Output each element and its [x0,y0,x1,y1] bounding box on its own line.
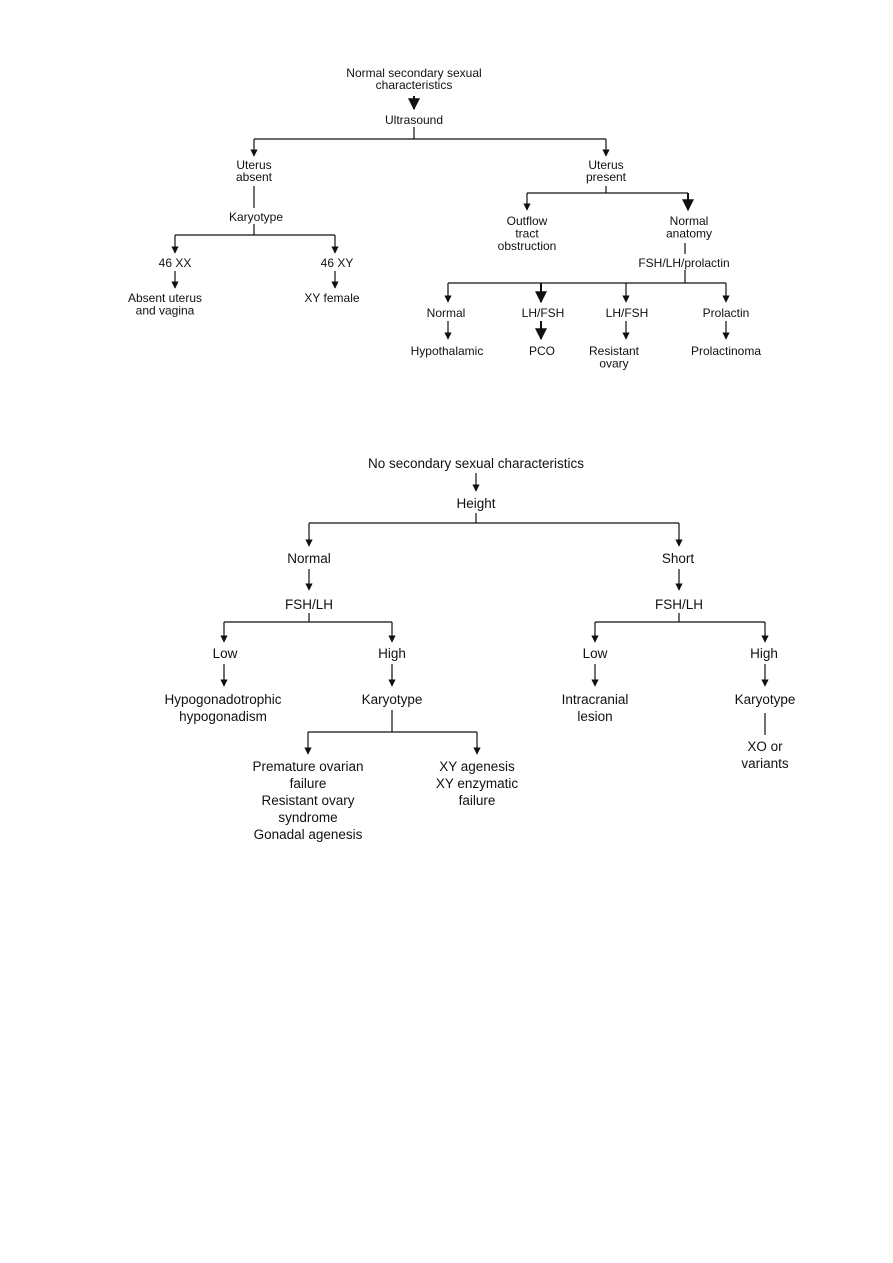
node-line: lesion [577,709,612,724]
node-karyotype-left: Karyotype [362,692,423,707]
node-line: Hypogonadotrophic [164,692,281,707]
node-line: High [378,646,406,661]
node-line: and vagina [136,304,195,318]
node-hormone-normal: Normal [427,306,466,320]
node-root: No secondary sexual characteristics [368,456,584,471]
node-line: variants [741,756,789,771]
node-line: Karyotype [735,692,796,707]
node-hypothalamic: Hypothalamic [411,344,484,358]
node-line: Normal [427,306,466,320]
node-lh-fsh-a: LH/FSH [522,306,565,320]
node-karyotype: Karyotype [229,210,283,224]
node-line: XY enzymatic [436,776,519,791]
node-line: Intracranial [562,692,629,707]
node-line: High [750,646,778,661]
node-line: Height [456,496,495,511]
node-line: Ultrasound [385,113,443,127]
node-line: failure [459,793,496,808]
node-line: Resistant [589,344,640,358]
node-fsh-lh-left: FSH/LH [285,597,333,612]
node-line: LH/FSH [522,306,565,320]
node-line: 46 XX [159,256,192,270]
edges [220,473,769,755]
node-line: absent [236,170,273,184]
node-line: Prolactin [703,306,750,320]
node-low-left: Low [213,646,238,661]
node-xy-female: XY female [304,291,359,305]
node-low-right: Low [583,646,608,661]
node-line: Premature ovarian [252,759,363,774]
node-high-left: High [378,646,406,661]
node-height: Height [456,496,495,511]
node-line: Absent uterus [128,291,202,305]
node-line: PCO [529,344,555,358]
node-line: FSH/LH [285,597,333,612]
node-line: 46 XY [321,256,354,270]
node-line: Uterus [588,158,623,172]
node-line: Low [583,646,608,661]
node-line: Prolactinoma [691,344,761,358]
node-line: ovary [599,357,628,371]
node-normal: Normal [287,551,331,566]
node-line: Low [213,646,238,661]
node-line: Resistant ovary [261,793,354,808]
node-line: characteristics [376,78,453,92]
node-46xy: 46 XY [321,256,354,270]
node-line: Normal [287,551,331,566]
node-fsh-lh-right: FSH/LH [655,597,703,612]
node-prolactinoma: Prolactinoma [691,344,761,358]
node-line: failure [290,776,327,791]
node-line: XY agenesis [439,759,515,774]
node-high-right: High [750,646,778,661]
node-line: Karyotype [229,210,283,224]
node-pco: PCO [529,344,555,358]
node-line: Short [662,551,695,566]
node-line: FSH/LH/prolactin [638,256,729,270]
node-line: obstruction [498,239,557,253]
node-line: Karyotype [362,692,423,707]
node-ultrasound: Ultrasound [385,113,443,127]
node-xo-variants: XO or variants [741,739,789,771]
node-intracranial: Intracranial lesion [562,692,629,724]
node-prolactin: Prolactin [703,306,750,320]
node-short: Short [662,551,695,566]
node-line: XY female [304,291,359,305]
node-line: Gonadal agenesis [254,827,363,842]
node-line: Normal secondary sexual [346,66,481,80]
edges [171,96,730,341]
node-line: Normal [670,214,709,228]
node-line: Outflow [507,214,548,228]
node-line: anatomy [666,227,712,241]
node-line: Uterus [236,158,271,172]
node-line: tract [515,227,539,241]
node-line: syndrome [278,810,337,825]
node-line: XO or [747,739,783,754]
node-lh-fsh-b: LH/FSH [606,306,649,320]
node-karyotype-right: Karyotype [735,692,796,707]
node-line: FSH/LH [655,597,703,612]
node-line: LH/FSH [606,306,649,320]
nodes: No secondary sexual characteristics Heig… [164,456,795,842]
node-line: No secondary sexual characteristics [368,456,584,471]
node-line: Hypothalamic [411,344,484,358]
node-line: hypogonadism [179,709,267,724]
node-line: present [586,170,627,184]
node-xy-agenesis: XY agenesis XY enzymatic failure [436,759,519,808]
node-fsh-lh-prolactin: FSH/LH/prolactin [638,256,729,270]
node-hypogonadotrophic: Hypogonadotrophic hypogonadism [164,692,281,724]
node-46xx: 46 XX [159,256,192,270]
